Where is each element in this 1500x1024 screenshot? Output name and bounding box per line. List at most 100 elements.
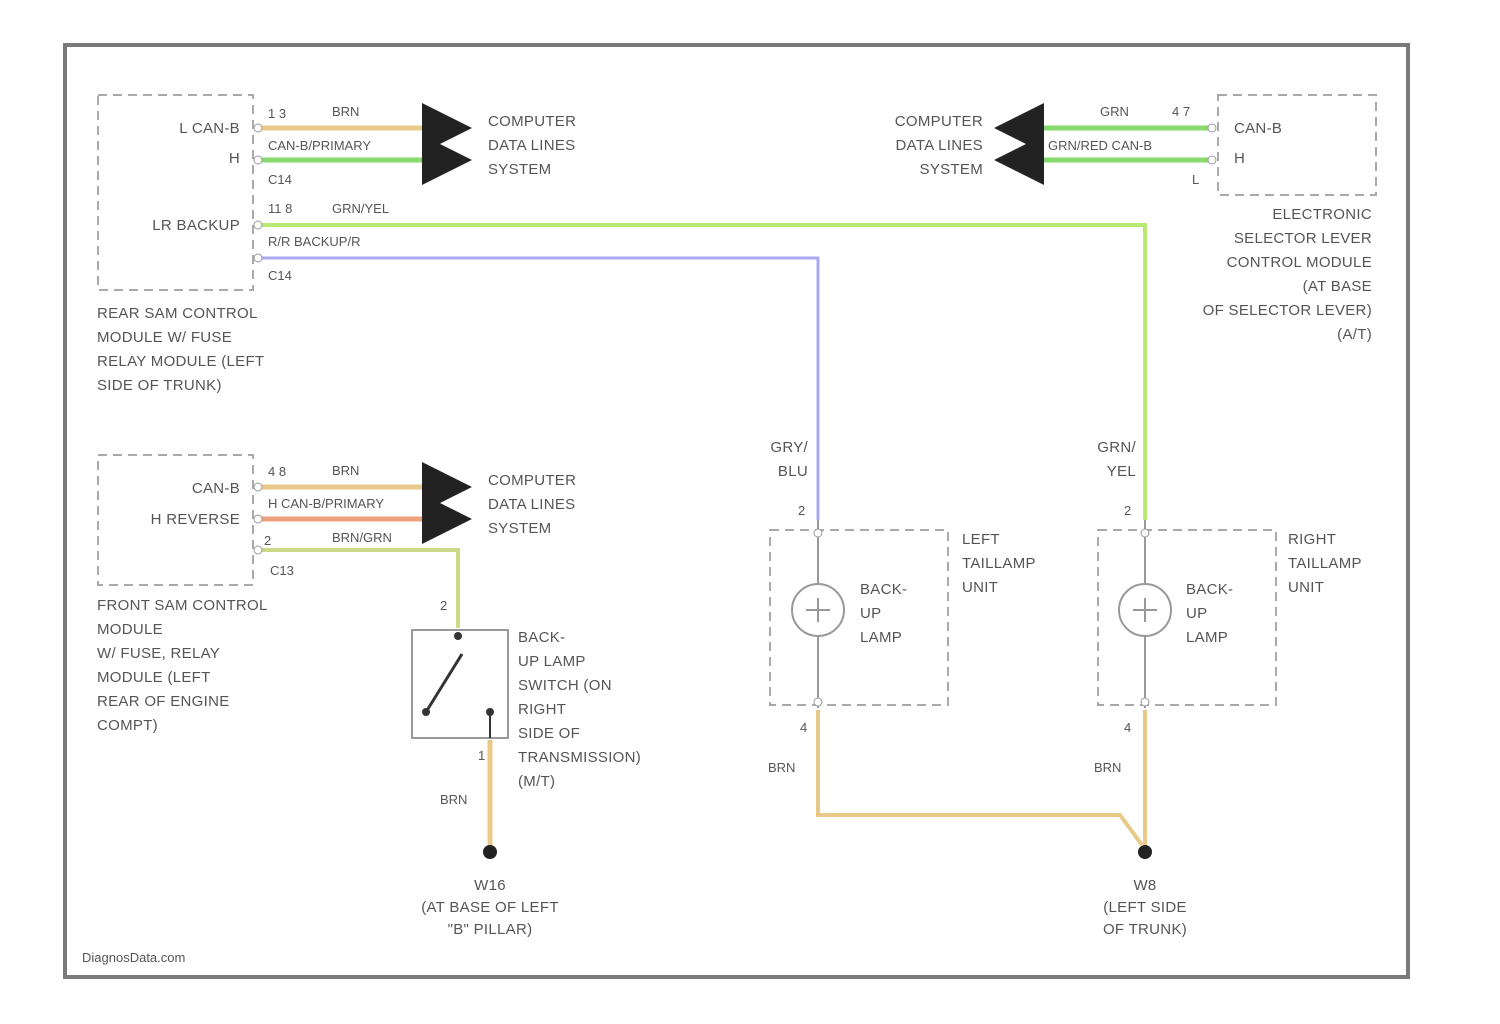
- switch-label-5: SIDE OF: [518, 725, 580, 742]
- front-sam-pin-number-2: 2: [264, 533, 271, 548]
- front-sam-caption-4: MODULE (LEFT: [97, 669, 211, 686]
- rear-computer-label-3: SYSTEM: [488, 161, 551, 178]
- right-backup-lamp-filament: [1133, 598, 1157, 622]
- front-sam-caption-5: REAR OF ENGINE: [97, 693, 230, 710]
- rear-sam-pin-dot: [254, 254, 262, 262]
- rear-sam-caption-4: SIDE OF TRUNK): [97, 377, 222, 394]
- ground-w8-dot: [1138, 845, 1152, 859]
- right-taillamp-ground-wire-label: BRN: [1094, 760, 1121, 775]
- left-lamp-label-3: LAMP: [860, 629, 902, 646]
- front-computer-label-1: COMPUTER: [488, 472, 576, 489]
- watermark: DiagnosData.com: [82, 950, 185, 965]
- rear-sam-pin-lr-backup: LR BACKUP: [152, 217, 240, 234]
- left-taillamp-unit-label-2: TAILLAMP: [962, 555, 1036, 572]
- selector-caption-1: ELECTRONIC: [1272, 206, 1372, 223]
- switch-pin-top: 2: [440, 598, 447, 613]
- rear-sam-pin-number-1: 1 3: [268, 106, 286, 121]
- rear-sam-pin-number-2: 11 8: [268, 201, 292, 216]
- front-sam-pin-dot: [254, 546, 262, 554]
- rear-sam-connector-label: C14: [268, 172, 292, 187]
- selector-wire-grn: GRN: [1100, 104, 1129, 119]
- right-lamp-label-1: BACK-: [1186, 581, 1233, 598]
- left-taillamp-unit-label-3: UNIT: [962, 579, 998, 596]
- front-sam-connector-label: C13: [270, 563, 294, 578]
- switch-label-3: SWITCH (ON: [518, 677, 612, 694]
- ground-w8-label-3: OF TRUNK): [1103, 921, 1187, 938]
- selector-pin-h: H: [1234, 150, 1245, 167]
- ground-w16-dot: [483, 845, 497, 859]
- left-lamp-terminal: [814, 698, 822, 706]
- front-sam-pin-dot: [254, 483, 262, 491]
- front-sam-caption-1: FRONT SAM CONTROL: [97, 597, 268, 614]
- rear-sam-pin-l-can-b: L CAN-B: [179, 120, 240, 137]
- selector-pin-dot: [1208, 124, 1216, 132]
- rear-sam-mid-label-2: R/R BACKUP/R: [268, 234, 360, 249]
- switch-pin-bottom: 1: [478, 748, 485, 763]
- front-sam-pin-number-1: 4 8: [268, 464, 286, 479]
- right-lamp-label-2: UP: [1186, 605, 1207, 622]
- front-computer-label-3: SYSTEM: [488, 520, 551, 537]
- left-taillamp-pin-bottom: 4: [800, 720, 807, 735]
- front-computer-label-2: DATA LINES: [488, 496, 575, 513]
- left-taillamp-unit-label-1: LEFT: [962, 531, 1000, 548]
- front-sam-caption-2: MODULE: [97, 621, 163, 638]
- left-taillamp-wire-label-1: GRY/: [770, 439, 808, 456]
- right-lamp-terminal: [1141, 698, 1149, 706]
- front-sam-pin-h-reverse: H REVERSE: [151, 511, 240, 528]
- ground-w8-label-1: W8: [1133, 877, 1156, 894]
- front-sam-caption-6: COMPT): [97, 717, 158, 734]
- rear-sam-connector-label-2: C14: [268, 268, 292, 283]
- right-taillamp-wire-label-2: YEL: [1107, 463, 1136, 480]
- front-sam-wire-brn: BRN: [332, 463, 359, 478]
- switch-label-7: (M/T): [518, 773, 555, 790]
- rear-sam-wire-brn: BRN: [332, 104, 359, 119]
- rear-sam-caption-1: REAR SAM CONTROL: [97, 305, 258, 322]
- selector-caption-2: SELECTOR LEVER: [1234, 230, 1372, 247]
- selector-pin-can-b: CAN-B: [1234, 120, 1282, 137]
- wire-brn-grn-to-switch: [258, 550, 458, 628]
- right-lamp-terminal: [1141, 529, 1149, 537]
- switch-label-2: UP LAMP: [518, 653, 586, 670]
- right-taillamp-unit-label-3: UNIT: [1288, 579, 1324, 596]
- left-lamp-label-2: UP: [860, 605, 881, 622]
- left-taillamp-ground-wire-label: BRN: [768, 760, 795, 775]
- ground-w16-label-1: W16: [474, 877, 506, 894]
- wire-left-taillamp-ground-brn: [818, 710, 1142, 845]
- selector-caption-6: (A/T): [1337, 326, 1372, 343]
- rear-sam-pin-dot: [254, 124, 262, 132]
- front-sam-pin-dot: [254, 515, 262, 523]
- selector-pin-number: 4 7: [1172, 104, 1190, 119]
- selector-pin-number-l: L: [1192, 172, 1199, 187]
- front-sam-pin-can-b: CAN-B: [192, 480, 240, 497]
- front-sam-mid-label-1: H CAN-B/PRIMARY: [268, 496, 384, 511]
- wire-gry-yel-to-right-taillamp: [258, 225, 1145, 520]
- right-taillamp-pin-top: 2: [1124, 503, 1131, 518]
- front-sam-mid-label-2: BRN/GRN: [332, 530, 392, 545]
- selector-mid-label: GRN/RED CAN-B: [1048, 138, 1152, 153]
- rear-sam-caption-2: MODULE W/ FUSE: [97, 329, 232, 346]
- backup-switch-box: [412, 630, 508, 738]
- selector-caption-3: CONTROL MODULE: [1227, 254, 1372, 271]
- left-lamp-label-1: BACK-: [860, 581, 907, 598]
- selector-computer-label-2: DATA LINES: [896, 137, 983, 154]
- left-lamp-terminal: [814, 529, 822, 537]
- ground-w16-label-3: "B" PILLAR): [448, 921, 533, 938]
- selector-caption-5: OF SELECTOR LEVER): [1203, 302, 1372, 319]
- rear-sam-caption-3: RELAY MODULE (LEFT: [97, 353, 264, 370]
- switch-label-1: BACK-: [518, 629, 565, 646]
- left-taillamp-wire-label-2: BLU: [778, 463, 808, 480]
- rear-sam-pin-dot: [254, 221, 262, 229]
- diagram-border: [65, 45, 1408, 977]
- selector-module-box: [1218, 95, 1376, 195]
- rear-computer-label-1: COMPUTER: [488, 113, 576, 130]
- rear-sam-pin-h: H: [229, 150, 240, 167]
- selector-computer-label-3: SYSTEM: [920, 161, 983, 178]
- right-taillamp-wire-label-1: GRN/: [1097, 439, 1136, 456]
- left-taillamp-box: [770, 530, 948, 705]
- right-taillamp-unit-label-1: RIGHT: [1288, 531, 1336, 548]
- right-lamp-label-3: LAMP: [1186, 629, 1228, 646]
- selector-pin-dot: [1208, 156, 1216, 164]
- left-backup-lamp-filament: [806, 598, 830, 622]
- ground-w16-label-2: (AT BASE OF LEFT: [421, 899, 559, 916]
